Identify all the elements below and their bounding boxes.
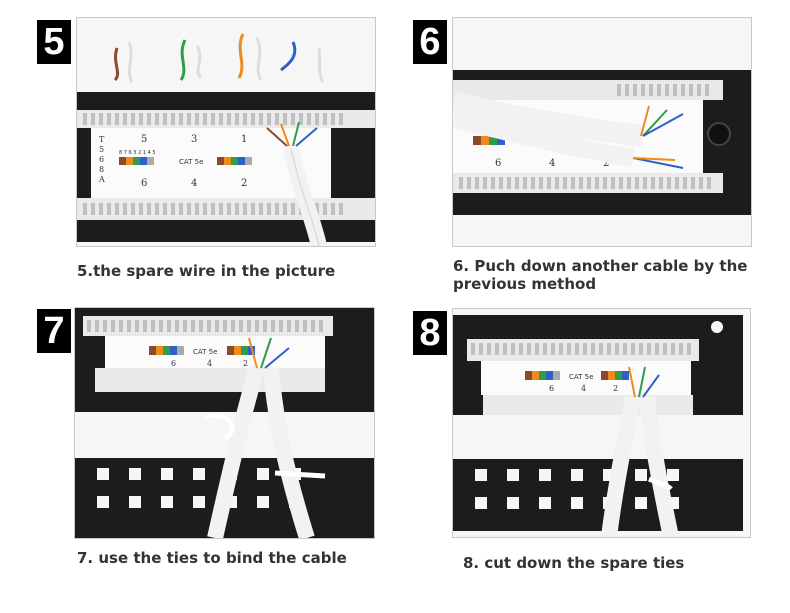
step-5-number-badge: 5 [37,20,71,64]
port-number: 6 [549,384,554,393]
cat-5e-label: CAT 5e [179,158,203,166]
port-number: 4 [549,158,555,169]
side-label-6: 6 [99,155,104,164]
port-number: 2 [613,384,618,393]
port-number: 6 [141,178,147,189]
step-7-caption: 7. use the ties to bind the cable [77,549,347,567]
port-number: 3 [191,134,197,145]
step-7-patch-panel-illustration: CAT 5e 6 4 2 [75,308,374,538]
side-label-a: A [98,175,105,184]
port-number: 4 [581,384,586,393]
cat-5e-label: CAT 5e [193,348,217,356]
step-5-patch-panel-illustration: T 5 6 8 A 5 3 1 8 7 6 3 2 1 4 5 CAT 5e 6… [77,18,375,246]
port-number: 2 [603,158,609,169]
port-number: 1 [241,134,247,145]
step-8-photo: CAT 5e 6 4 2 [452,308,751,538]
cat-5e-label: CAT 5e [569,373,593,381]
color-code-strip [473,136,505,145]
port-number: 2 [241,178,247,189]
step-6-number-badge: 6 [413,20,447,64]
step-5-photo: T 5 6 8 A 5 3 1 8 7 6 3 2 1 4 5 CAT 5e 6… [76,17,376,247]
side-label-8: 8 [99,165,104,174]
side-label-t: T [99,135,105,144]
side-label-5: 5 [99,145,104,154]
port-number: 4 [207,359,212,368]
step-6-caption: 6. Puch down another cable by the previo… [453,257,748,293]
port-number: 5 [141,134,147,145]
step-6-photo: RIFIED TO TIA CAT 5e 6 4 2 [452,17,752,247]
step-8-patch-panel-illustration: CAT 5e 6 4 2 [453,309,750,537]
port-number: 4 [191,178,197,189]
step-5-caption: 5.the spare wire in the picture [77,262,336,280]
step-7-photo: CAT 5e 6 4 2 [74,307,375,539]
port-number: 6 [495,158,501,169]
port-number: 6 [171,359,176,368]
step-7-number-badge: 7 [37,309,71,353]
pin-numbers: 8 7 6 3 2 1 4 5 [119,150,156,156]
color-code-strip [525,371,629,380]
step-8-number-badge: 8 [413,311,447,355]
port-number: 2 [243,359,248,368]
color-code-strip [119,157,252,165]
step-6-patch-panel-illustration: RIFIED TO TIA CAT 5e 6 4 2 [453,18,751,246]
step-8-caption: 8. cut down the spare ties [463,554,685,572]
